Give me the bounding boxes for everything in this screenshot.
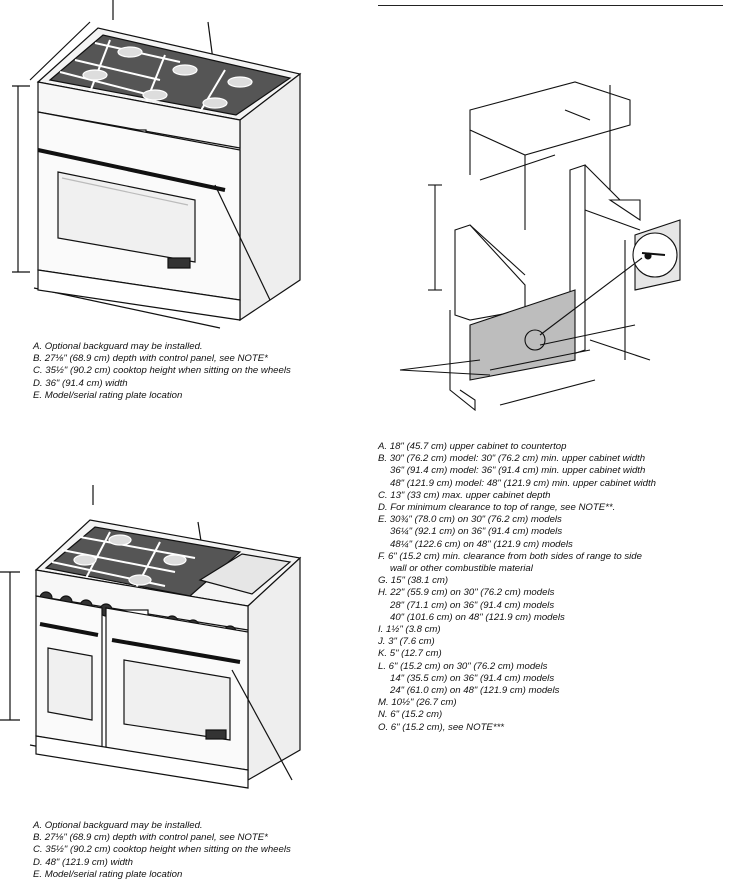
legend-item-c: C. 35½" (90.2 cm) cooktop height when si… (33, 844, 291, 856)
legend-item-l-cont-2: 24" (61.0 cm) on 48" (121.9 cm) models (390, 685, 560, 697)
legend-item-d: D. 48" (121.9 cm) width (33, 856, 133, 868)
legend-item-h-cont-1: 28" (71.1 cm) on 36" (91.4 cm) models (390, 599, 555, 611)
legend-item-h-cont-2: 40" (101.6 cm) on 48" (121.9 cm) models (390, 611, 565, 623)
legend-item-b-cont-1: 36" (91.4 cm) model: 36" (91.4 cm) min. … (390, 465, 646, 477)
legend-item-i: I. 1½" (3.8 cm) (378, 624, 441, 636)
legend-item-a: A. Optional backguard may be installed. (33, 341, 203, 352)
legend-item-h: H. 22" (55.9 cm) on 30" (76.2 cm) models (378, 587, 555, 599)
legend-item-c: C. 35½" (90.2 cm) cooktop height when si… (33, 365, 291, 377)
legend-item-l-cont-1: 14" (35.5 cm) on 36" (91.4 cm) models (390, 672, 555, 684)
range-48-illustration (0, 480, 330, 815)
legend-item-b: B. 27⅛" (68.9 cm) depth with control pan… (33, 832, 268, 844)
installation-legend: A. 18" (45.7 cm) upper cabinet to counte… (378, 441, 656, 734)
range-36-legend: A. Optional backguard may be installed. … (33, 341, 291, 402)
legend-item-g: G. 15" (38.1 cm) (378, 575, 449, 587)
legend-item-f: F. 6" (15.2 cm) min. clearance from both… (378, 550, 642, 562)
range-36-illustration (0, 0, 330, 335)
legend-item-k: K. 5" (12.7 cm) (378, 648, 442, 660)
installation-clearance-illustration (380, 70, 725, 430)
legend-item-o: O. 6" (15.2 cm), see NOTE*** (378, 721, 505, 733)
legend-item-j: J. 3" (7.6 cm) (378, 636, 435, 648)
legend-item-e: E. 30¾" (78.0 cm) on 30" (76.2 cm) model… (378, 514, 562, 526)
legend-item-d: D. 36" (91.4 cm) width (33, 377, 128, 389)
legend-item-e-cont-2: 48¼" (122.6 cm) on 48" (121.9 cm) models (390, 538, 573, 550)
legend-item-b: B. 30" (76.2 cm) model: 30" (76.2 cm) mi… (378, 453, 646, 465)
legend-item-c: C. 13" (33 cm) max. upper cabinet depth (378, 489, 551, 501)
legend-item-e: E. Model/serial rating plate location (33, 868, 183, 880)
legend-item-a: A. 18" (45.7 cm) upper cabinet to counte… (378, 441, 567, 452)
legend-item-e-cont-1: 36¼" (92.1 cm) on 36" (91.4 cm) models (390, 526, 563, 538)
legend-item-f-cont-1: wall or other combustible material (390, 563, 533, 575)
legend-item-m: M. 10½" (26.7 cm) (378, 697, 457, 709)
legend-item-a: A. Optional backguard may be installed. (33, 820, 203, 831)
range-48-legend: A. Optional backguard may be installed. … (33, 820, 291, 881)
legend-item-e: E. Model/serial rating plate location (33, 389, 183, 401)
legend-item-d: D. For minimum clearance to top of range… (378, 502, 616, 514)
section-rule (378, 5, 723, 6)
legend-item-b: B. 27⅛" (68.9 cm) depth with control pan… (33, 353, 268, 365)
legend-item-b-cont-2: 48" (121.9 cm) model: 48" (121.9 cm) min… (390, 477, 656, 489)
legend-item-l: L. 6" (15.2 cm) on 30" (76.2 cm) models (378, 660, 548, 672)
legend-item-n: N. 6" (15.2 cm) (378, 709, 443, 721)
